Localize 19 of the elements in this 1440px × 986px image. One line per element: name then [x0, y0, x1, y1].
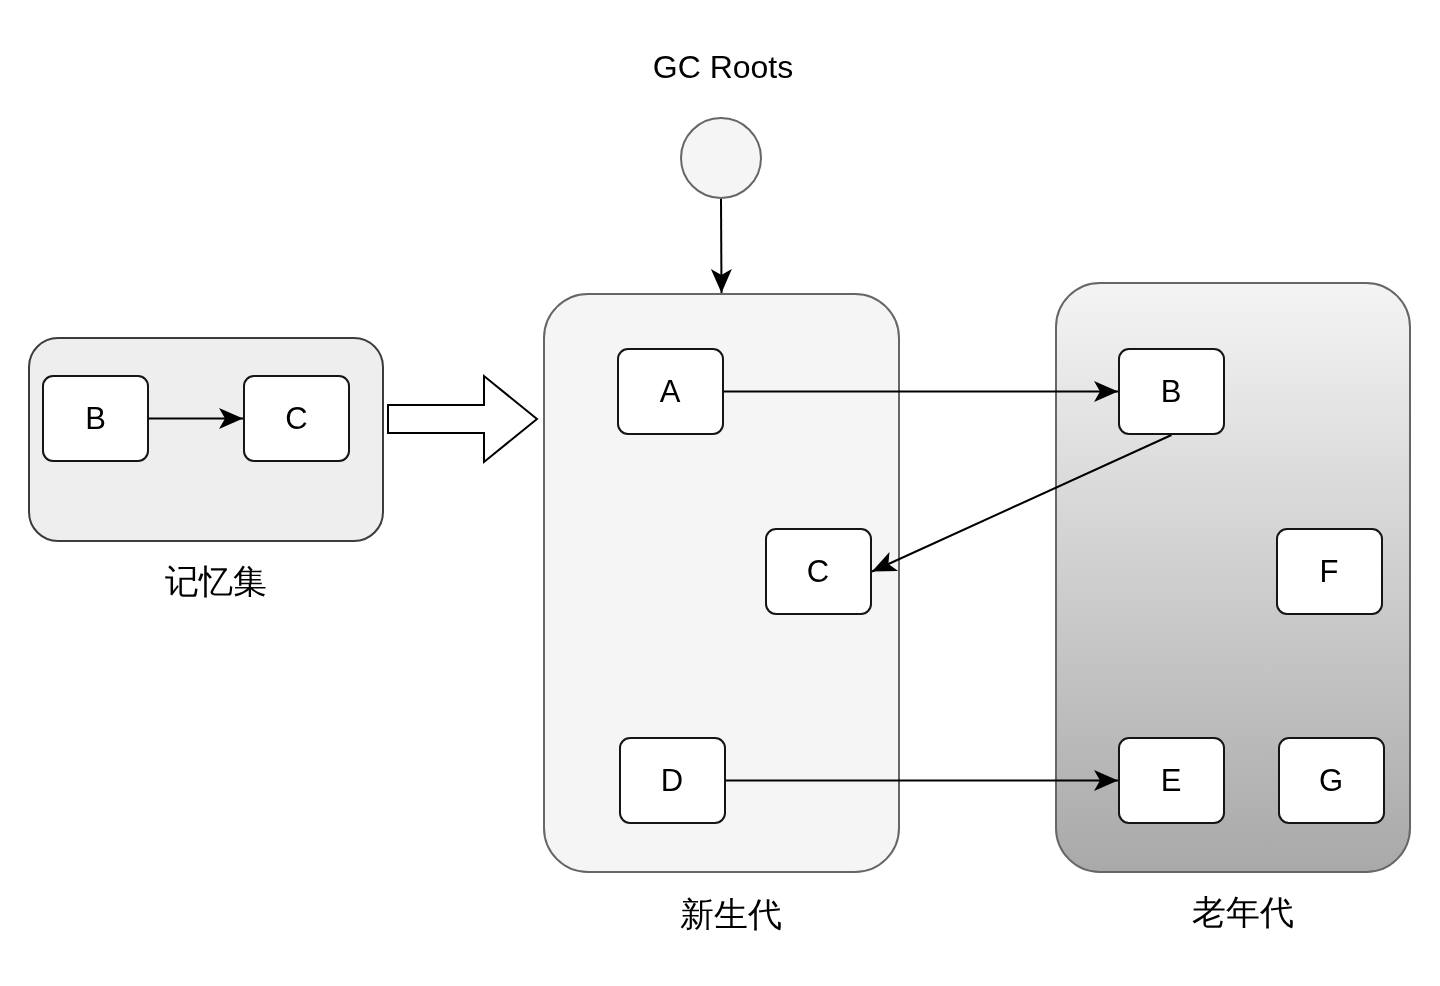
- object-box: C: [243, 375, 350, 462]
- object-box: E: [1117, 736, 1225, 824]
- group-label: 新生代: [680, 896, 782, 934]
- object-box: B: [42, 375, 149, 462]
- arrow: [871, 434, 1173, 573]
- object-box: F: [1275, 527, 1383, 615]
- arrow: [723, 381, 1119, 402]
- group-label: 老年代: [1192, 894, 1294, 932]
- object-box: B: [1117, 347, 1225, 435]
- node-label: GC Roots: [652, 50, 794, 86]
- group-label: 记忆集: [165, 563, 267, 601]
- object-box: C: [764, 527, 872, 615]
- object-box: A: [616, 347, 724, 435]
- arrow: [148, 408, 244, 429]
- block-arrow: [387, 373, 539, 465]
- arrow: [725, 770, 1119, 791]
- arrow: [710, 198, 732, 294]
- object-box: D: [618, 736, 726, 824]
- object-box: G: [1277, 736, 1385, 824]
